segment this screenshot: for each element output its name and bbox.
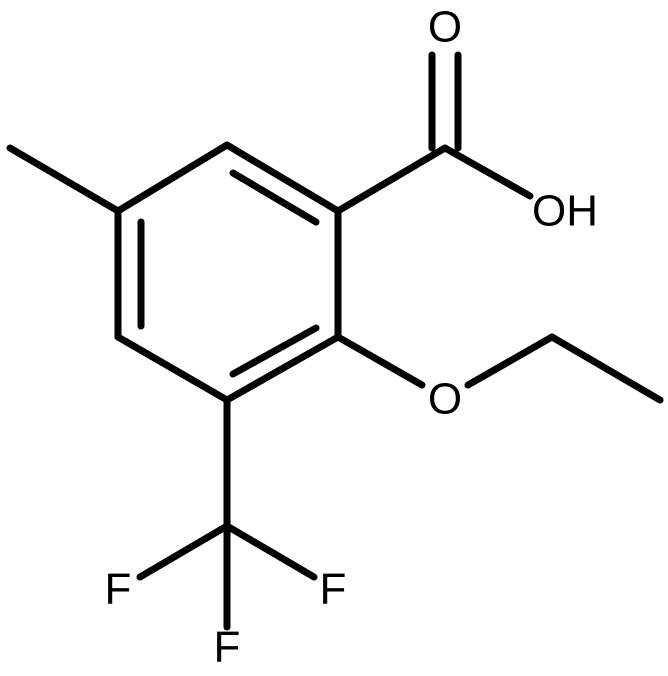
fluorine-bottom-label: F — [214, 623, 241, 672]
ethyl-bond — [548, 333, 664, 404]
ring-bond-c6-c1 — [114, 141, 231, 215]
ring-bond-c4-c5 — [114, 333, 231, 404]
hydroxyl-bond — [441, 144, 534, 200]
ether-oxygen-label: O — [428, 375, 462, 424]
fluorine-right-label: F — [320, 565, 347, 614]
carbonyl-oxygen-label: O — [428, 3, 462, 52]
cf3-bond-f-left — [136, 522, 231, 581]
ring-bond-c3-c4 — [223, 333, 342, 404]
carboxyl-bond — [334, 144, 449, 215]
methyl-bond — [6, 144, 122, 215]
ring-double-bond-inner-top — [229, 169, 320, 226]
ring-double-bond-inner-bottom — [229, 324, 320, 378]
ether-bond-ring — [334, 333, 426, 389]
ether-bond-ethyl — [464, 333, 556, 389]
hydroxyl-label: OH — [532, 187, 598, 236]
ring-bond-c1-c2 — [223, 141, 342, 215]
cf3-bond-f-right — [223, 522, 318, 581]
fluorine-left-label: F — [105, 565, 132, 614]
